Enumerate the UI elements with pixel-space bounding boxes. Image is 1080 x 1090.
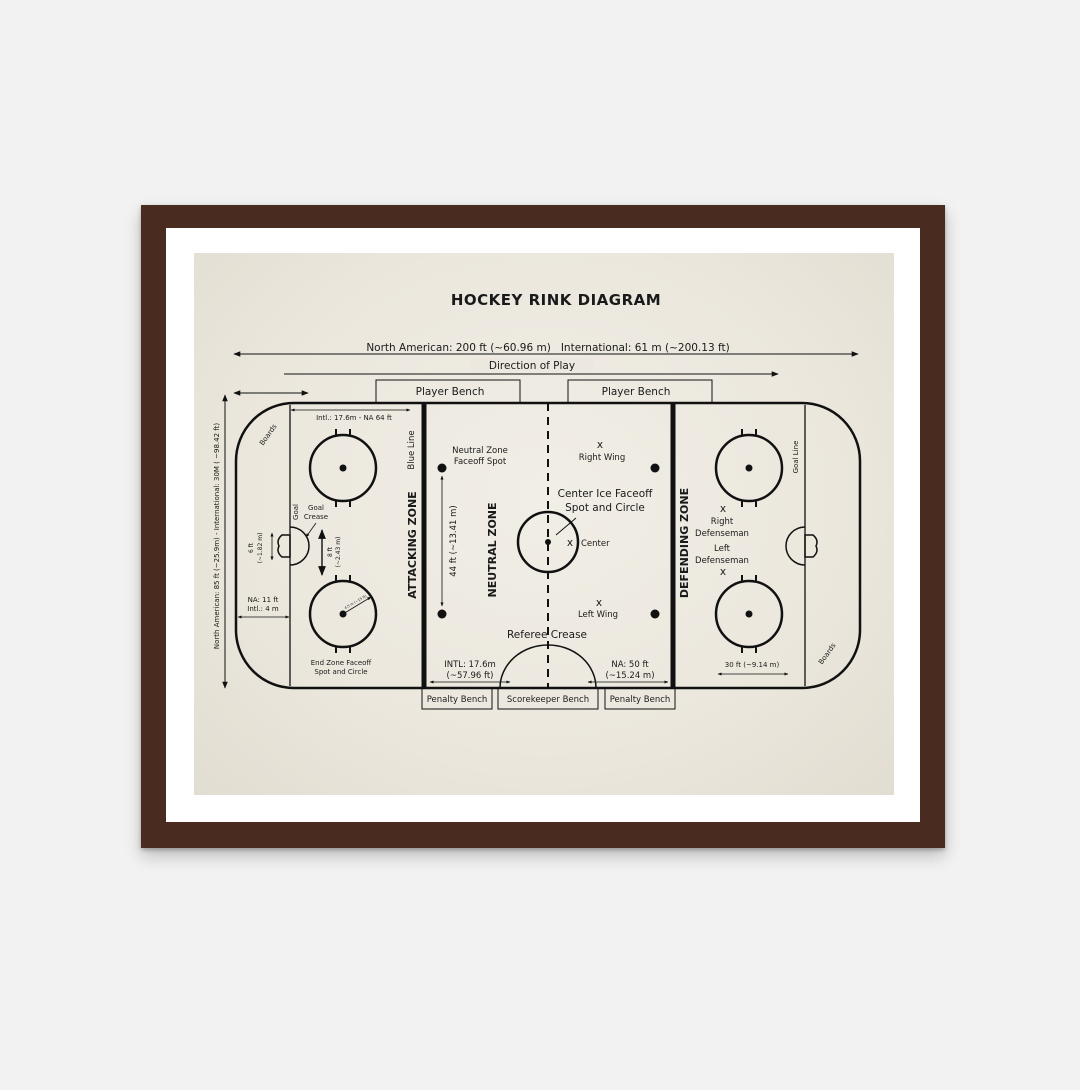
faceoff-circle-right-bottom: [714, 575, 784, 653]
referee-crease-label: Referee Crease: [507, 629, 587, 641]
boards-right-label: Boards: [817, 641, 838, 666]
penalty-bench-left-label: Penalty Bench: [427, 695, 488, 705]
neutral-zone-label: NEUTRAL ZONE: [486, 502, 499, 597]
crease-width-label-2: (~2.43 m): [335, 537, 342, 568]
neutral-faceoff-spot-lb: [437, 609, 447, 619]
left-defenseman-label-1: Left: [714, 544, 731, 554]
penalty-bench-right: [604, 687, 676, 710]
rink-width-label: North American: 85 ft (~25.9m) - Interna…: [213, 423, 221, 649]
circle-radius-label: 4.5 m (~15 ft): [344, 594, 368, 610]
center-ice-pointer: [555, 517, 577, 536]
intl-176-label-1: INTL: 17.6m: [444, 660, 496, 670]
neutral-spot-label-2: Faceoff Spot: [454, 457, 507, 467]
player-bench-left-label: Player Bench: [416, 386, 485, 398]
left-wing-marker: x: [596, 597, 602, 609]
center-label: Center: [581, 539, 610, 549]
end-zone-faceoff-label-2: Spot and Circle: [314, 668, 367, 676]
boards-left-label: Boards: [258, 422, 279, 447]
na-11ft-label-1: NA: 11 ft: [248, 596, 279, 604]
scorekeeper-bench: [497, 687, 599, 710]
right-wing-marker: x: [597, 439, 603, 451]
neutral-faceoff-spot-rt: [650, 463, 660, 473]
right-defenseman-marker: x: [720, 503, 726, 515]
neutral-faceoff-spot-rb: [650, 609, 660, 619]
intl-176-label-2: (~57.96 ft): [447, 671, 494, 681]
goal-net-left: [277, 534, 291, 558]
end-zone-faceoff-label-1: End Zone Faceoff: [311, 659, 372, 667]
goal-crease-label-2: Crease: [304, 513, 328, 521]
neutral-spot-label-1: Neutral Zone: [452, 446, 508, 456]
poster-paper: [194, 253, 894, 795]
goal-width-label-2: (~1.82 m): [257, 533, 264, 564]
blue-line-label: Blue Line: [407, 430, 417, 469]
direction-of-play-label: Direction of Play: [489, 360, 575, 372]
crease-width-label-1: 8 ft: [327, 546, 334, 557]
faceoff-circle-left-top: [308, 429, 378, 507]
player-bench-right-label: Player Bench: [602, 386, 671, 398]
right-defenseman-label-1: Right: [711, 517, 734, 527]
penalty-bench-right-label: Penalty Bench: [610, 695, 671, 705]
goal-net-right: [804, 534, 818, 558]
referee-crease: [499, 644, 597, 689]
circle-distance-label: 30 ft (~9.14 m): [725, 661, 780, 669]
na-50-label-2: (~15.24 m): [605, 671, 654, 681]
faceoff-circle-left-bottom: [308, 575, 378, 653]
rink-length-label: North American: 200 ft (~60.96 m) Intern…: [366, 342, 729, 354]
left-defenseman-label-2: Defenseman: [695, 556, 749, 566]
end-zone-dim-label: Intl.: 17.6m - NA 64 ft: [316, 414, 392, 422]
goal-crease-right: [785, 526, 806, 566]
left-wing-label: Left Wing: [578, 610, 618, 620]
center-marker: x: [567, 537, 573, 549]
na-11ft-label-2: Intl.: 4 m: [247, 605, 279, 613]
right-defenseman-label-2: Defenseman: [695, 529, 749, 539]
goal-crease-label-1: Goal: [308, 504, 324, 512]
goal-width-label-1: 6 ft: [248, 542, 255, 553]
goal-line-label: Goal Line: [792, 441, 800, 474]
center-ice-label-1: Center Ice Faceoff: [558, 488, 654, 500]
scorekeeper-bench-label: Scorekeeper Bench: [507, 695, 589, 705]
goal-crease-left: [289, 526, 310, 566]
faceoff-circle-right-top: [714, 429, 784, 507]
center-ice-circle: [516, 510, 580, 574]
center-ice-label-2: Spot and Circle: [565, 502, 645, 514]
penalty-bench-left: [421, 687, 493, 710]
goal-label: Goal: [292, 504, 300, 520]
left-defenseman-marker: x: [720, 566, 726, 578]
neutral-faceoff-spot-lt: [437, 463, 447, 473]
diagram-title: HOCKEY RINK DIAGRAM: [451, 291, 661, 309]
attacking-zone-label: ATTACKING ZONE: [406, 491, 419, 598]
goal-crease-pointer: [305, 522, 317, 538]
defending-zone-label: DEFENDING ZONE: [678, 488, 691, 598]
right-wing-label: Right Wing: [579, 453, 625, 463]
neutral-spot-distance-label: 44 ft (~13.41 m): [449, 505, 459, 576]
na-50-label-1: NA: 50 ft: [611, 660, 649, 670]
